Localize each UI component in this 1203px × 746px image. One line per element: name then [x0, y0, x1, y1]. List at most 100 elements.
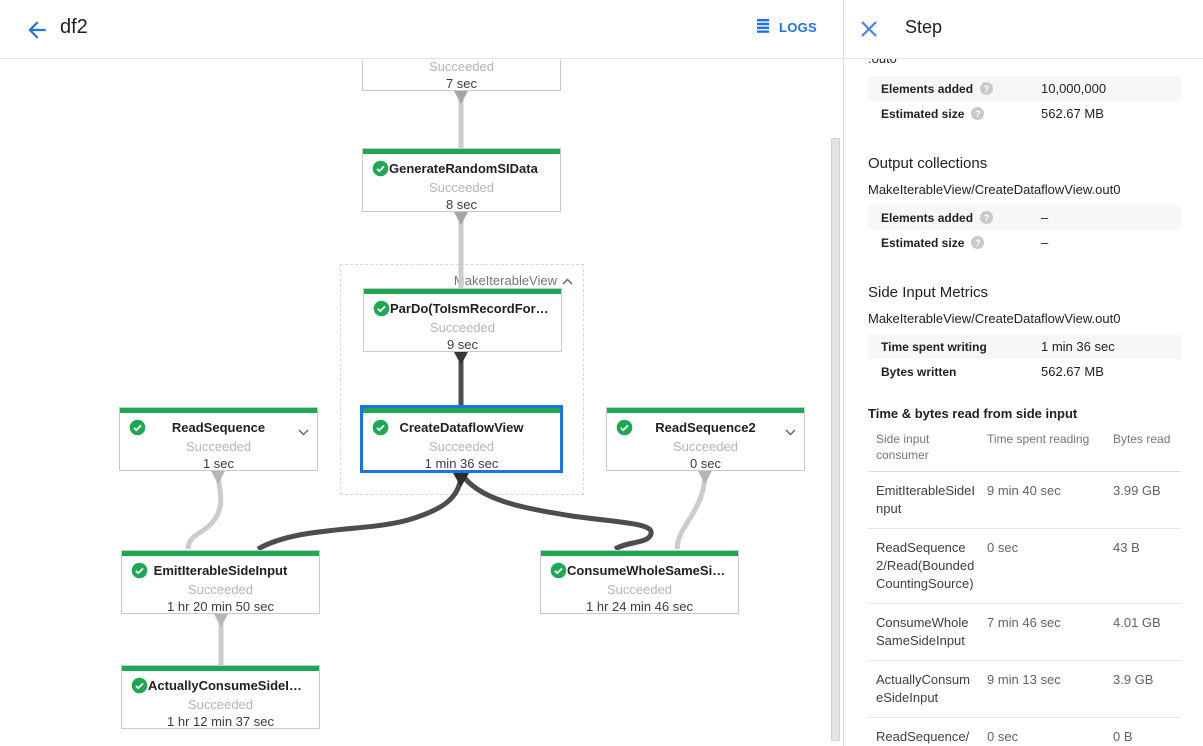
side-input-metrics-rows: Time spent writing 1 min 36 sec Bytes wr…: [868, 334, 1181, 384]
cell-bytes: 0 B: [1113, 729, 1133, 744]
graph-vertical-scrollbar[interactable]: [831, 138, 840, 741]
node-time: 7 sec: [445, 76, 478, 91]
node-status-bar: [363, 408, 560, 413]
table-header-row: Side input consumer Time spent reading B…: [868, 427, 1181, 472]
cell-consumer: EmitIterableSideInput: [876, 483, 975, 516]
truncated-collection-name: .out0: [868, 59, 1181, 68]
metric-row: Estimated size ? –: [868, 230, 1181, 255]
graph-node-truncated-top[interactable]: Succeeded 7 sec: [362, 60, 561, 91]
graph-node-createdataflowview[interactable]: CreateDataflowView Succeeded 1 min 36 se…: [360, 405, 563, 473]
logs-list-icon: [756, 19, 773, 36]
node-time: 1 min 36 sec: [424, 456, 499, 471]
node-status: Succeeded: [428, 439, 495, 454]
metric-value: 562.67 MB: [1041, 364, 1104, 379]
graph-node-generaterandomsidata[interactable]: GenerateRandomSIData Succeeded 8 sec: [362, 148, 561, 212]
col-header-consumer: Side input consumer: [876, 432, 930, 462]
metric-value: –: [1041, 235, 1049, 250]
node-title: ConsumeWholeSameSi…: [567, 563, 726, 578]
node-status: Succeeded: [187, 697, 254, 712]
check-circle-icon: [372, 419, 389, 441]
panel-body: .out0 Elements added ? 10,000,000 Estima…: [844, 59, 1203, 746]
help-icon[interactable]: ?: [971, 107, 985, 120]
table-row: ReadSequence2/Read(BoundedCountingSource…: [868, 529, 1181, 604]
cell-consumer: ConsumeWholeSameSideInput: [876, 615, 969, 648]
node-status: Succeeded: [185, 439, 252, 454]
top-bar: df2 LOGS: [0, 0, 843, 59]
node-time: 1 hr 20 min 50 sec: [167, 599, 274, 614]
node-title: EmitIterableSideInput: [153, 563, 288, 578]
panel-divider: [843, 0, 844, 746]
metric-label: Estimated size: [881, 106, 965, 121]
help-icon[interactable]: ?: [971, 236, 985, 249]
graph-edges: [185, 91, 712, 665]
side-input-table: Side input consumer Time spent reading B…: [868, 427, 1181, 746]
node-title: CreateDataflowView: [399, 420, 524, 435]
node-title: GenerateRandomSIData: [389, 161, 538, 176]
cell-bytes: 3.99 GB: [1113, 483, 1161, 498]
check-circle-icon: [131, 677, 148, 699]
metric-label: Estimated size: [881, 235, 965, 250]
step-details-panel: Step .out0 Elements added ? 10,000,000 E…: [844, 0, 1203, 746]
check-circle-icon: [373, 300, 390, 322]
node-title: ParDo(ToIsmRecordFor…: [390, 301, 549, 316]
node-status: Succeeded: [606, 582, 673, 597]
help-icon[interactable]: ?: [980, 82, 994, 95]
metric-row: Bytes written 562.67 MB: [868, 359, 1181, 384]
metric-label: Elements added: [881, 81, 974, 96]
node-status: Succeeded: [187, 582, 254, 597]
job-graph-canvas[interactable]: MakeIterableView: [0, 60, 843, 746]
panel-header: Step: [844, 0, 1203, 59]
back-arrow-icon[interactable]: [24, 17, 50, 43]
job-title: df2: [60, 16, 88, 38]
cell-consumer: ReadSequence/Read(BoundedCountingSource): [876, 729, 970, 744]
metric-row: Time spent writing 1 min 36 sec: [868, 334, 1181, 359]
node-time: 9 sec: [446, 337, 479, 352]
metric-row: Elements added ? 10,000,000: [868, 76, 1181, 101]
help-icon[interactable]: ?: [980, 211, 994, 224]
node-status-bar: [122, 551, 319, 556]
graph-node-pardo-toismrecord[interactable]: ParDo(ToIsmRecordFor… Succeeded 9 sec: [363, 288, 562, 352]
cell-time: 9 min 40 sec: [987, 483, 1061, 498]
col-header-time: Time spent reading: [987, 432, 1090, 446]
graph-node-consumewholesamesideinput[interactable]: ConsumeWholeSameSi… Succeeded 1 hr 24 mi…: [540, 550, 739, 614]
node-title: ReadSequence: [171, 420, 266, 435]
node-title: ReadSequence2: [655, 420, 756, 435]
cell-bytes: 3.9 GB: [1113, 672, 1154, 687]
table-row: ReadSequence/Read(BoundedCountingSource)…: [868, 718, 1181, 746]
node-status-bar: [364, 289, 561, 294]
table-row: EmitIterableSideInput 9 min 40 sec 3.99 …: [868, 472, 1181, 529]
graph-node-emititerablesideinput[interactable]: EmitIterableSideInput Succeeded 1 hr 20 …: [121, 550, 320, 614]
chevron-down-icon[interactable]: [785, 423, 796, 441]
table-row: ActuallyConsumeSideInput 9 min 13 sec 3.…: [868, 661, 1181, 718]
metric-label: Bytes written: [881, 364, 957, 379]
node-status-bar: [363, 149, 560, 154]
metric-value: 1 min 36 sec: [1041, 339, 1115, 354]
chevron-down-icon[interactable]: [298, 423, 309, 441]
graph-node-readsequence2[interactable]: ReadSequence2 Succeeded 0 sec: [606, 407, 805, 471]
output-collections-title: Output collections: [868, 155, 988, 172]
check-circle-icon: [372, 160, 389, 182]
node-status-bar: [122, 666, 319, 671]
node-status-bar: [120, 408, 317, 413]
node-status-bar: [541, 551, 738, 556]
close-icon[interactable]: [860, 20, 880, 40]
graph-node-readsequence[interactable]: ReadSequence Succeeded 1 sec: [119, 407, 318, 471]
cell-consumer: ReadSequence2/Read(BoundedCountingSource…: [876, 540, 975, 591]
node-status-bar: [607, 408, 804, 413]
check-circle-icon: [550, 562, 567, 584]
group-collapse-toggle[interactable]: MakeIterableView: [454, 273, 573, 288]
node-status: Succeeded: [428, 60, 495, 74]
metric-label: Time spent writing: [881, 339, 987, 354]
cell-bytes: 4.01 GB: [1113, 615, 1161, 630]
metric-value: 562.67 MB: [1041, 106, 1104, 121]
side-input-table-title: Time & bytes read from side input: [868, 406, 1078, 421]
logs-button[interactable]: LOGS: [756, 19, 817, 36]
node-time: 1 sec: [202, 456, 235, 471]
check-circle-icon: [131, 562, 148, 584]
cell-time: 0 sec: [987, 540, 1019, 555]
graph-node-actuallyconsumesideinput[interactable]: ActuallyConsumeSideI… Succeeded 1 hr 12 …: [121, 665, 320, 729]
chevron-up-icon: [562, 273, 573, 288]
group-label: MakeIterableView: [453, 273, 557, 288]
side-input-collection-name: MakeIterableView/CreateDataflowView.out0: [868, 311, 1121, 326]
